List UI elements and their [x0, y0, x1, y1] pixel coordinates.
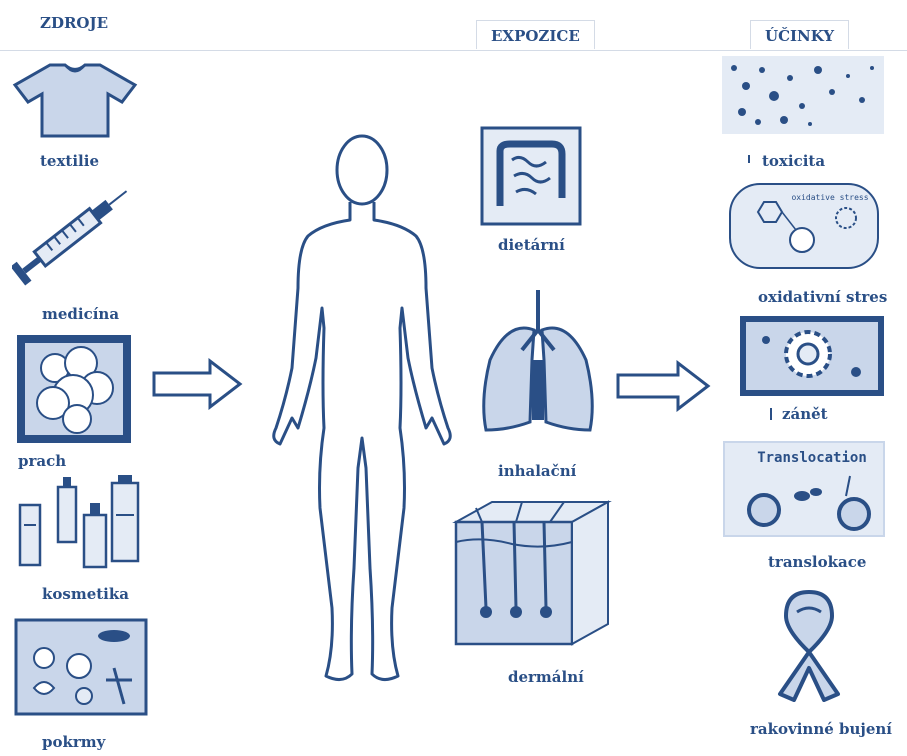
exposure-header: EXPOZICE	[476, 20, 595, 49]
exposure-label-inhalacni: inhalační	[498, 462, 577, 480]
source-label-pokrmy: pokrmy	[42, 733, 106, 751]
effect-label-translokace: translokace	[768, 553, 867, 571]
intestine-icon	[480, 126, 582, 226]
oxidative-stress-icon: oxidative stress	[726, 180, 882, 272]
source-label-medicina: medicína	[42, 305, 120, 323]
header-divider	[0, 50, 907, 51]
lungs-icon	[478, 290, 598, 440]
inflammation-icon	[738, 314, 886, 398]
effect-label-zanet: zánět	[782, 405, 828, 423]
marker-tick	[770, 408, 772, 420]
exposure-label-dietarni: dietární	[498, 236, 565, 254]
arrow-right-icon	[152, 358, 244, 410]
effect-label-oxidativni-stres: oxidativní stres	[758, 288, 888, 306]
effect-label-toxicita: toxicita	[762, 152, 826, 170]
cosmetics-icon	[14, 475, 144, 575]
seafood-icon	[14, 618, 148, 716]
exposure-label-dermalni: dermální	[508, 668, 584, 686]
sources-header: ZDROJE	[40, 14, 109, 32]
arrow-right-icon	[616, 360, 712, 412]
syringe-icon	[12, 180, 132, 290]
source-label-kosmetika: kosmetika	[42, 585, 129, 603]
toxicity-icon	[722, 56, 884, 134]
marker-tick	[748, 155, 750, 163]
tshirt-icon	[10, 60, 140, 140]
skin-icon	[452, 498, 612, 648]
cell-image-text: oxidative stress	[791, 193, 868, 202]
translocation-icon: Translocation	[722, 440, 886, 538]
source-label-prach: prach	[18, 452, 67, 470]
cancer-ribbon-icon	[764, 582, 854, 702]
effect-label-rakovinne-bujeni: rakovinné bujení	[750, 720, 892, 738]
translocation-image-text: Translocation	[757, 450, 867, 466]
dust-icon	[15, 333, 133, 445]
source-label-textilie: textilie	[40, 152, 99, 170]
effects-header: ÚČINKY	[750, 20, 850, 49]
human-body-icon	[262, 128, 462, 698]
